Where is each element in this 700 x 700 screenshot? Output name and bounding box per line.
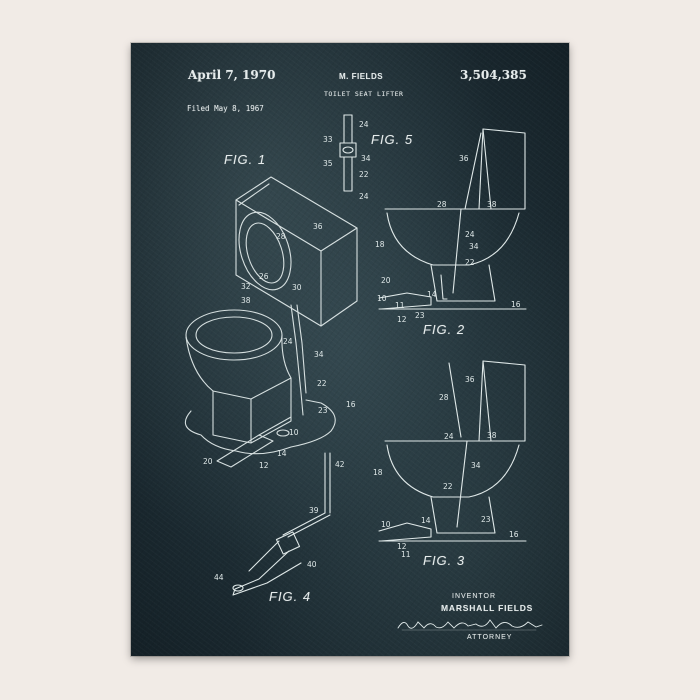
fig1-callout: 12 <box>259 461 269 470</box>
fig3-callout: 24 <box>444 432 454 441</box>
fig1-callout: 38 <box>241 296 251 305</box>
fig2-callout: 36 <box>459 154 469 163</box>
fig1-callout: 32 <box>241 282 251 291</box>
fig1-callout: 30 <box>292 283 302 292</box>
fig3-callout: 22 <box>443 482 453 491</box>
fig2-drawing <box>379 129 526 309</box>
fig2-callout: 12 <box>397 315 407 324</box>
fig3-callout: 38 <box>487 431 497 440</box>
fig4-callout: 40 <box>307 560 317 569</box>
fig2-callout: 11 <box>395 301 405 310</box>
fig1-callout: 16 <box>346 400 356 409</box>
fig2-callout: 23 <box>415 311 425 320</box>
fig2-callout: 16 <box>511 300 521 309</box>
fig2-callout: 22 <box>465 258 475 267</box>
fig3-callout: 34 <box>471 461 481 470</box>
attorney-signature <box>396 616 546 634</box>
fig5-callout: 35 <box>323 159 333 168</box>
fig3-callout: 16 <box>509 530 519 539</box>
fig5-callout: 22 <box>359 170 369 179</box>
fig5-callout: 33 <box>323 135 333 144</box>
fig2-callout: 18 <box>375 240 385 249</box>
fig1-callout: 28 <box>276 232 286 241</box>
fig2-callout: 34 <box>469 242 479 251</box>
fig2-label: FIG. 2 <box>423 322 465 337</box>
fig4-callout: 39 <box>309 506 319 515</box>
fig4-callout: 44 <box>214 573 224 582</box>
fig1-callout: 24 <box>283 337 293 346</box>
inventor-label: INVENTOR <box>452 593 496 600</box>
fig3-callout: 11 <box>401 550 411 559</box>
patent-poster: April 7, 1970 Filed May 8, 1967 M. FIELD… <box>131 43 569 656</box>
fig1-callout: 36 <box>313 222 323 231</box>
fig1-callout: 34 <box>314 350 324 359</box>
attorney-label: ATTORNEY <box>467 634 512 641</box>
fig1-callout: 23 <box>318 406 328 415</box>
fig2-callout: 20 <box>381 276 391 285</box>
fig3-callout: 18 <box>373 468 383 477</box>
fig5-label: FIG. 5 <box>371 132 413 147</box>
fig5-callout: 24 <box>359 120 369 129</box>
fig1-callout: 20 <box>203 457 213 466</box>
fig2-callout: 24 <box>465 230 475 239</box>
fig1-drawing <box>185 177 357 467</box>
fig1-callout: 22 <box>317 379 327 388</box>
inventor-name: MARSHALL FIELDS <box>441 603 533 613</box>
fig3-callout: 14 <box>421 516 431 525</box>
fig4-callout: 42 <box>335 460 345 469</box>
fig4-drawing <box>233 453 330 595</box>
fig3-callout: 28 <box>439 393 449 402</box>
patent-drawings: 36 28 26 30 32 38 24 34 22 16 23 10 14 1… <box>131 43 569 656</box>
fig3-callout: 36 <box>465 375 475 384</box>
fig1-callout: 26 <box>259 272 269 281</box>
fig3-label: FIG. 3 <box>423 553 465 568</box>
fig2-callout: 10 <box>377 294 387 303</box>
fig5-callout: 34 <box>361 154 371 163</box>
fig5-drawing <box>340 115 356 191</box>
fig2-callout: 28 <box>437 200 447 209</box>
fig2-callout: 38 <box>487 200 497 209</box>
fig1-callout: 10 <box>289 428 299 437</box>
fig1-callout: 14 <box>277 449 287 458</box>
fig1-label: FIG. 1 <box>224 152 266 167</box>
fig3-callout: 10 <box>381 520 391 529</box>
fig3-callout: 23 <box>481 515 491 524</box>
fig3-drawing <box>379 361 526 541</box>
fig2-callout: 14 <box>427 290 437 299</box>
fig5-callout: 24 <box>359 192 369 201</box>
fig4-label: FIG. 4 <box>269 589 311 604</box>
